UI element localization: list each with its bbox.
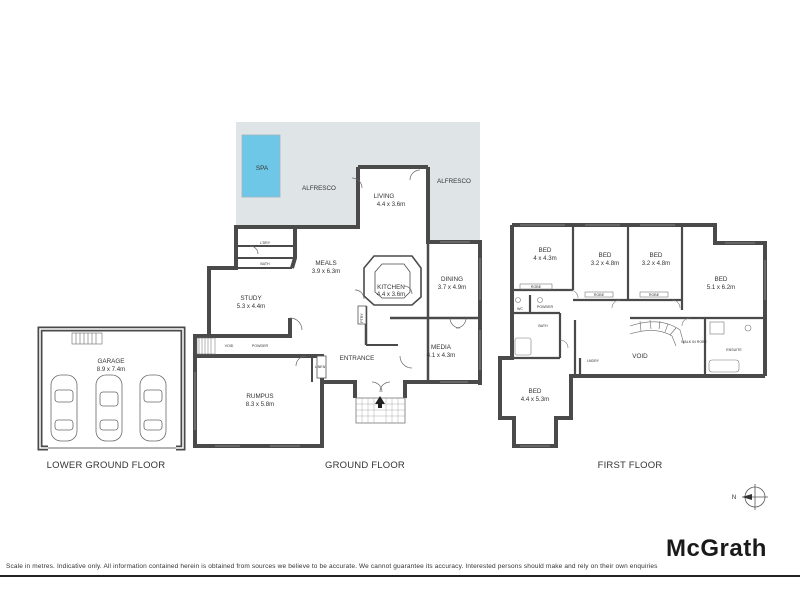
lower-ground-floor-title: LOWER GROUND FLOOR — [46, 460, 166, 471]
ensuite-label: ENSUITE — [726, 348, 742, 352]
first-floor-title: FIRST FLOOR — [597, 460, 663, 471]
living-label: LIVING — [374, 193, 395, 200]
garage-stair — [71, 332, 103, 345]
kitchen-label: KITCHEN — [377, 284, 405, 291]
bed2-dimensions: 3.2 x 4.8m — [591, 260, 619, 267]
laundry-label: L'DRY — [260, 241, 271, 245]
spa-pool — [241, 134, 281, 198]
car-icon — [139, 374, 167, 442]
car-icon — [50, 374, 78, 442]
bed1-dimensions: 4 x 4.3m — [533, 255, 556, 262]
wc-label: WC — [517, 307, 523, 311]
rumpus-label: RUMPUS — [246, 393, 273, 400]
robe-label: ROBE — [594, 293, 605, 297]
alfresco-right-label: ALFRESCO — [437, 178, 471, 185]
bed5-label: BED — [529, 388, 542, 395]
meals-dimensions: 3.9 x 6.3m — [312, 268, 340, 275]
entry-porch — [355, 396, 406, 424]
compass-icon: N — [732, 484, 768, 510]
pantry-label: PTRY — [360, 313, 364, 323]
media-label: MEDIA — [431, 344, 452, 351]
meals-label: MEALS — [315, 260, 336, 267]
car-icon — [95, 374, 123, 442]
garage-dimensions: 8.9 x 7.4m — [97, 366, 125, 373]
bed3-label: BED — [650, 252, 663, 259]
first-stair — [629, 319, 685, 347]
entry-arrow-icon — [375, 396, 385, 408]
compass-north-label: N — [732, 494, 737, 501]
bed2-label: BED — [599, 252, 612, 259]
dining-label: DINING — [441, 276, 463, 283]
lower-ground-floor-plan: GARAGE 8.9 x 7.4m — [37, 326, 186, 451]
linen-label: LINEN — [315, 365, 326, 369]
study-dimensions: 5.3 x 4.4m — [237, 303, 265, 310]
ground-void-label: VOID — [225, 344, 234, 348]
ground-powder-label: POWDER — [252, 344, 269, 348]
study-label: STUDY — [240, 295, 262, 302]
bed4-dimensions: 5.1 x 6.2m — [707, 284, 735, 291]
bed3-dimensions: 3.2 x 4.8m — [642, 260, 670, 267]
ground-floor-plan: SPA ALFRESCO ALFRESCO — [193, 122, 482, 448]
kitchen-dimensions: 4.4 x 3.6m — [377, 291, 405, 298]
first-bath-label: BATH — [538, 324, 548, 328]
spa-label: SPA — [256, 165, 269, 172]
garage-label: GARAGE — [98, 358, 125, 365]
first-floor-plan: ROBE ROBE ROBE BED 4 x 4.3m BED — [498, 223, 767, 448]
media-dimensions: 4.1 x 4.3m — [427, 352, 455, 359]
ground-bath-label: BATH — [260, 262, 270, 266]
bed4-label: BED — [715, 276, 728, 283]
ground-floor-title: GROUND FLOOR — [325, 460, 405, 471]
robe-label: ROBE — [531, 285, 542, 289]
entrance-label: ENTRANCE — [340, 355, 375, 362]
walk-in-robe-label: WALK IN ROBE — [681, 340, 707, 344]
bed1-label: BED — [539, 247, 552, 254]
alfresco-left-label: ALFRESCO — [302, 185, 336, 192]
first-powder-label: POWDER — [537, 305, 554, 309]
robe-label: ROBE — [649, 293, 660, 297]
first-void-label: VOID — [632, 353, 648, 360]
kitchen-island — [363, 255, 422, 306]
brand-logo: McGrath — [666, 535, 767, 562]
dining-dimensions: 3.7 x 4.9m — [438, 284, 466, 291]
living-dimensions: 4.4 x 3.6m — [377, 201, 405, 208]
rumpus-dimensions: 8.3 x 5.8m — [246, 401, 274, 408]
ground-stair — [196, 337, 216, 355]
footer-divider — [0, 575, 800, 577]
bed5-dimensions: 4.4 x 5.3m — [521, 396, 549, 403]
first-laundry-label: LNDRY — [587, 359, 600, 363]
disclaimer-text: Scale in metres. Indicative only. All in… — [6, 563, 658, 570]
